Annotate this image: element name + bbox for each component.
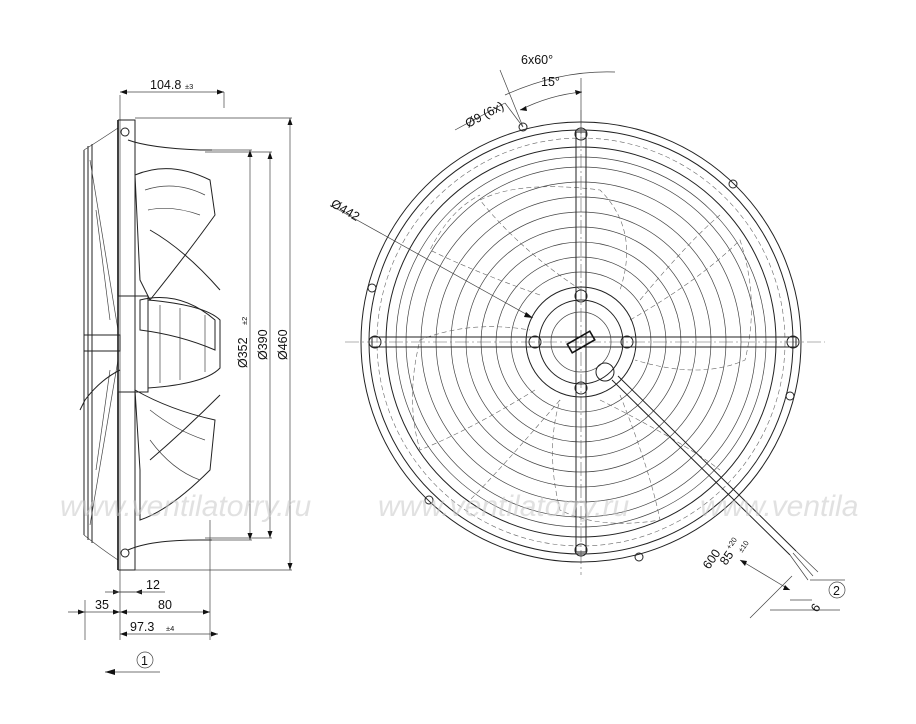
angle-pitch-value: 6x60° <box>521 53 553 67</box>
cable-600-value: 600 <box>700 547 723 572</box>
dia-390-value: Ø390 <box>256 329 270 360</box>
dim-12-value: 12 <box>146 578 160 592</box>
width-value: 104.8 <box>150 78 181 92</box>
watermark-text-1: www.ventilatorry.ru <box>60 490 311 523</box>
grille-front <box>405 166 757 518</box>
watermark-text-2: www.ventilatorry.ru <box>378 490 629 523</box>
blades-front <box>412 186 752 524</box>
dim-35-value: 35 <box>95 598 109 612</box>
hub-front <box>525 286 637 398</box>
dia-352-value: Ø352 <box>236 337 250 368</box>
front-view: 6x60° 15° Ø9 (6x) Ø442 85 ±10 600 +20 6 <box>329 53 846 619</box>
view-marker-1-label: 1 <box>141 654 148 668</box>
cable-85-value: 85 <box>717 548 736 567</box>
dim-diameters: Ø352 ±2 Ø390 Ø460 <box>135 117 293 571</box>
width-tolerance: ±3 <box>185 82 193 91</box>
mounting-holes <box>367 122 795 562</box>
dim-width: 104.8 ±3 <box>120 78 224 95</box>
grille-side <box>83 127 121 561</box>
dia-442-value: Ø442 <box>329 196 363 223</box>
dim-442: Ø442 <box>329 196 534 319</box>
depth-tolerance: ±4 <box>166 624 174 633</box>
cable-front <box>611 375 819 581</box>
holes-value: Ø9 (6x) <box>463 99 506 131</box>
angle-offset-value: 15° <box>541 75 560 89</box>
motor-side <box>79 295 221 411</box>
dim-angles: 6x60° 15° <box>499 53 616 134</box>
dim-bottom: 12 35 80 97.3 ±4 <box>68 578 218 637</box>
view-marker-2-label: 2 <box>833 584 840 598</box>
watermark: www.ventilatorry.ru www.ventilatorry.ru … <box>60 490 858 523</box>
cable-6-value: 6 <box>808 601 823 615</box>
view-marker-1: 1 <box>105 651 160 675</box>
side-view: 104.8 ±3 Ø352 ±2 Ø390 Ø460 <box>68 78 293 675</box>
depth-value: 97.3 <box>130 620 154 634</box>
watermark-text-3: www.ventila <box>700 490 858 523</box>
dim-cable: 85 ±10 600 +20 6 <box>700 536 840 619</box>
dia-460-value: Ø460 <box>276 329 290 360</box>
view-marker-2: 2 <box>810 579 846 599</box>
dia-352-tolerance: ±2 <box>240 317 249 325</box>
dim-80-value: 80 <box>158 598 172 612</box>
blades-side <box>134 168 221 521</box>
dim-holes: Ø9 (6x) <box>454 99 524 131</box>
